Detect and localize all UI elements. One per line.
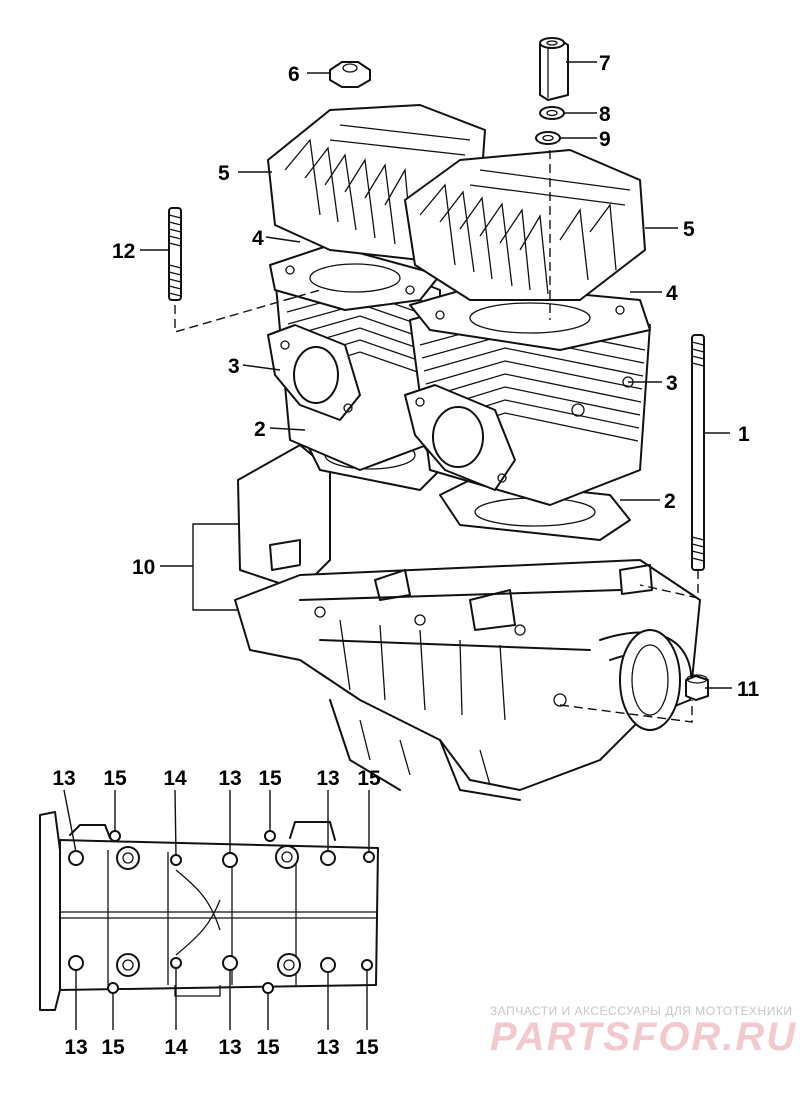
bottom-view-bottom-labels: 13 15 14 13 15 13 15 <box>64 1036 379 1059</box>
callout-5-right: 5 <box>683 218 695 241</box>
callout-11: 11 <box>737 678 760 701</box>
sleeve-nut-7-illustration <box>539 37 569 101</box>
bottom-bottom-label: 13 <box>64 1036 87 1059</box>
washer-9-illustration <box>535 131 561 145</box>
callout-6: 6 <box>288 63 300 86</box>
assembly-lines <box>174 150 699 723</box>
callout-7: 7 <box>599 52 611 75</box>
bottom-bottom-label: 13 <box>218 1036 241 1059</box>
crankcase-illustration <box>234 444 701 801</box>
callout-10: 10 <box>132 556 155 579</box>
watermark-tagline: ЗАПЧАСТИ И АКСЕССУАРЫ ДЛЯ МОТОТЕХНИКИ <box>490 1004 792 1018</box>
bottom-top-label: 15 <box>103 767 127 790</box>
stud-1-illustration <box>691 334 705 571</box>
bottom-top-label: 15 <box>258 767 282 790</box>
callout-9: 9 <box>599 128 611 151</box>
callout-4-left: 4 <box>252 227 264 250</box>
callout-3-left: 3 <box>228 355 240 378</box>
callout-4-right: 4 <box>666 282 678 305</box>
callout-1: 1 <box>738 423 750 446</box>
callout-12: 12 <box>112 240 135 263</box>
bottom-bottom-label: 14 <box>164 1036 188 1059</box>
nut-6-illustration <box>329 61 371 88</box>
stud-12-illustration <box>168 207 182 301</box>
bottom-top-label: 13 <box>218 767 241 790</box>
cylinder-heads-illustration <box>267 104 646 301</box>
callout-8: 8 <box>599 103 611 126</box>
bottom-top-label: 13 <box>316 767 339 790</box>
bottom-bottom-label: 15 <box>355 1036 379 1059</box>
dowel-11-illustration <box>685 674 709 701</box>
bottom-bottom-label: 15 <box>101 1036 125 1059</box>
watermark: ЗАПЧАСТИ И АКСЕССУАРЫ ДЛЯ МОТОТЕХНИКИ PA… <box>490 1004 797 1059</box>
bottom-bottom-label: 15 <box>256 1036 280 1059</box>
bottom-bottom-label: 13 <box>316 1036 339 1059</box>
callout-3-right: 3 <box>666 372 678 395</box>
watermark-brand: PARTSFOR.RU <box>490 1015 797 1059</box>
bottom-top-label: 15 <box>357 767 381 790</box>
callout-2-left: 2 <box>254 418 266 441</box>
bottom-view-top-labels: 13 15 14 13 15 13 15 <box>52 767 381 790</box>
leader-lines <box>140 61 732 689</box>
callout-2-right: 2 <box>664 490 676 513</box>
bottom-view-leaders <box>63 789 370 1030</box>
crankcase-bottom-view <box>39 811 379 1011</box>
washer-8-illustration <box>539 106 565 120</box>
bottom-top-label: 14 <box>163 767 187 790</box>
bottom-top-label: 13 <box>52 767 75 790</box>
callout-5-left: 5 <box>218 162 230 185</box>
